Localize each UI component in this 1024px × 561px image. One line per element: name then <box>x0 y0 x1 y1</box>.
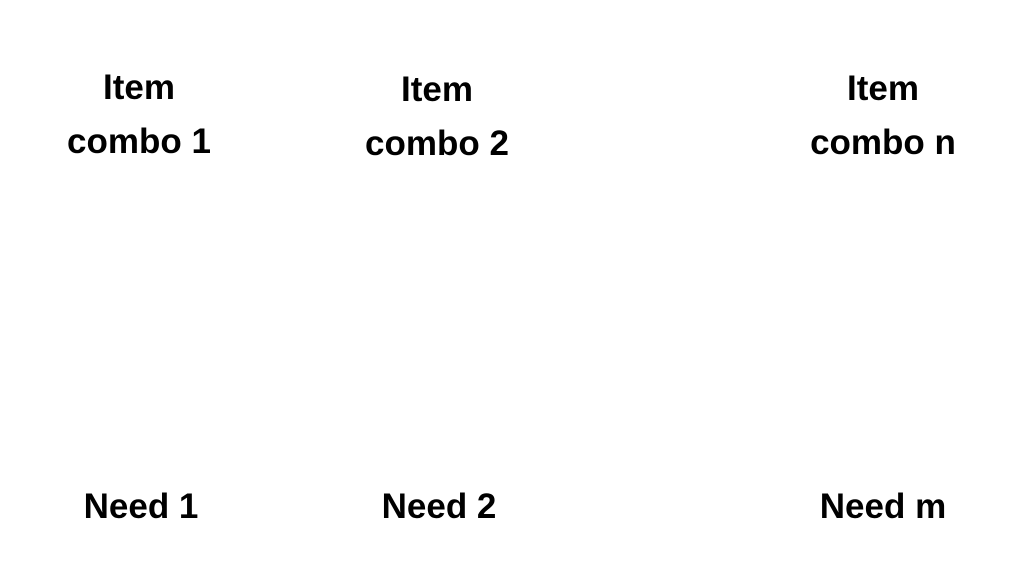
item-combo-1-line1: Item <box>103 68 175 107</box>
item-combo-n-line2: combo n <box>810 123 956 162</box>
need-m: Need m <box>819 487 947 526</box>
item-combo-n-line1: Item <box>847 69 919 108</box>
need-1: Need 1 <box>83 487 199 526</box>
item-combo-1-line2: combo 1 <box>67 122 211 161</box>
need-2: Need 2 <box>381 487 497 526</box>
item-combo-2-line2: combo 2 <box>365 124 509 163</box>
item-combo-2-line1: Item <box>401 70 473 109</box>
item-combo-1: Item combo 1 <box>67 61 211 169</box>
item-combo-2: Item combo 2 <box>365 63 509 171</box>
item-combo-n: Item combo n <box>810 62 956 170</box>
